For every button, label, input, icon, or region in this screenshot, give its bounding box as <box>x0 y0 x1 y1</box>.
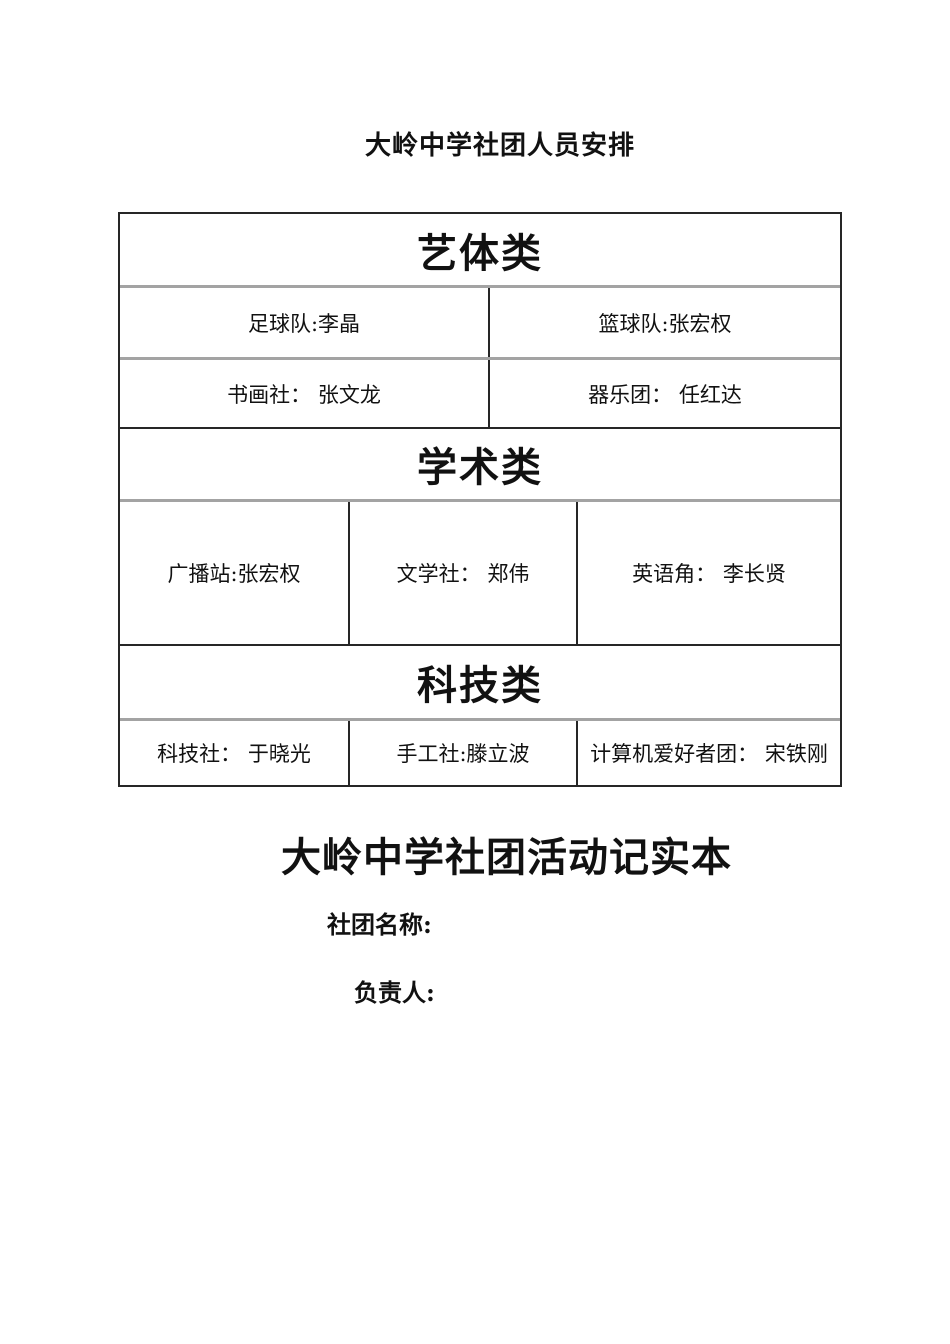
cell-english-corner: 英语角： 李长贤 <box>576 502 840 644</box>
table-row: 书画社： 张文龙 器乐团： 任红达 <box>120 357 840 427</box>
cell-handcraft-club: 手工社:滕立波 <box>348 721 576 785</box>
category-header-academic: 学术类 <box>120 427 840 499</box>
table-row: 科技社： 于晓光 手工社:滕立波 计算机爱好者团： 宋铁刚 <box>120 718 840 785</box>
cell-calligraphy-club: 书画社： 张文龙 <box>227 382 381 407</box>
cell-basketball-team: 篮球队:张宏权 <box>488 288 840 357</box>
table-row: 足球队:李晶 篮球队:张宏权 <box>120 285 840 357</box>
doc-title: 大岭中学社团人员安排 <box>365 131 636 161</box>
cell-science-club: 科技社： 于晓光 <box>157 742 311 766</box>
leader-label: 负责人: <box>354 978 435 1007</box>
cell-computer-club: 计算机爱好者团： 宋铁刚 <box>576 721 840 785</box>
table-row: 广播站:张宏权 文学社： 郑伟 英语角： 李长贤 <box>120 499 840 644</box>
cell-literature-club: 文学社： 郑伟 <box>348 502 576 644</box>
cell-instrument-ensemble: 器乐团： 任红达 <box>488 360 840 427</box>
club-name-label: 社团名称: <box>327 910 432 939</box>
cell-broadcast-station: 广播站:张宏权 <box>167 562 301 586</box>
cell-football-team: 足球队:李晶 <box>247 311 361 336</box>
category-header-technology: 科技类 <box>120 644 840 718</box>
clubs-table: 艺体类 足球队:李晶 篮球队:张宏权 书画社： 张文龙 器乐团： 任红达 学术类… <box>118 212 842 787</box>
category-header-arts-sports: 艺体类 <box>417 229 543 277</box>
activity-book-title: 大岭中学社团活动记实本 <box>281 834 732 881</box>
